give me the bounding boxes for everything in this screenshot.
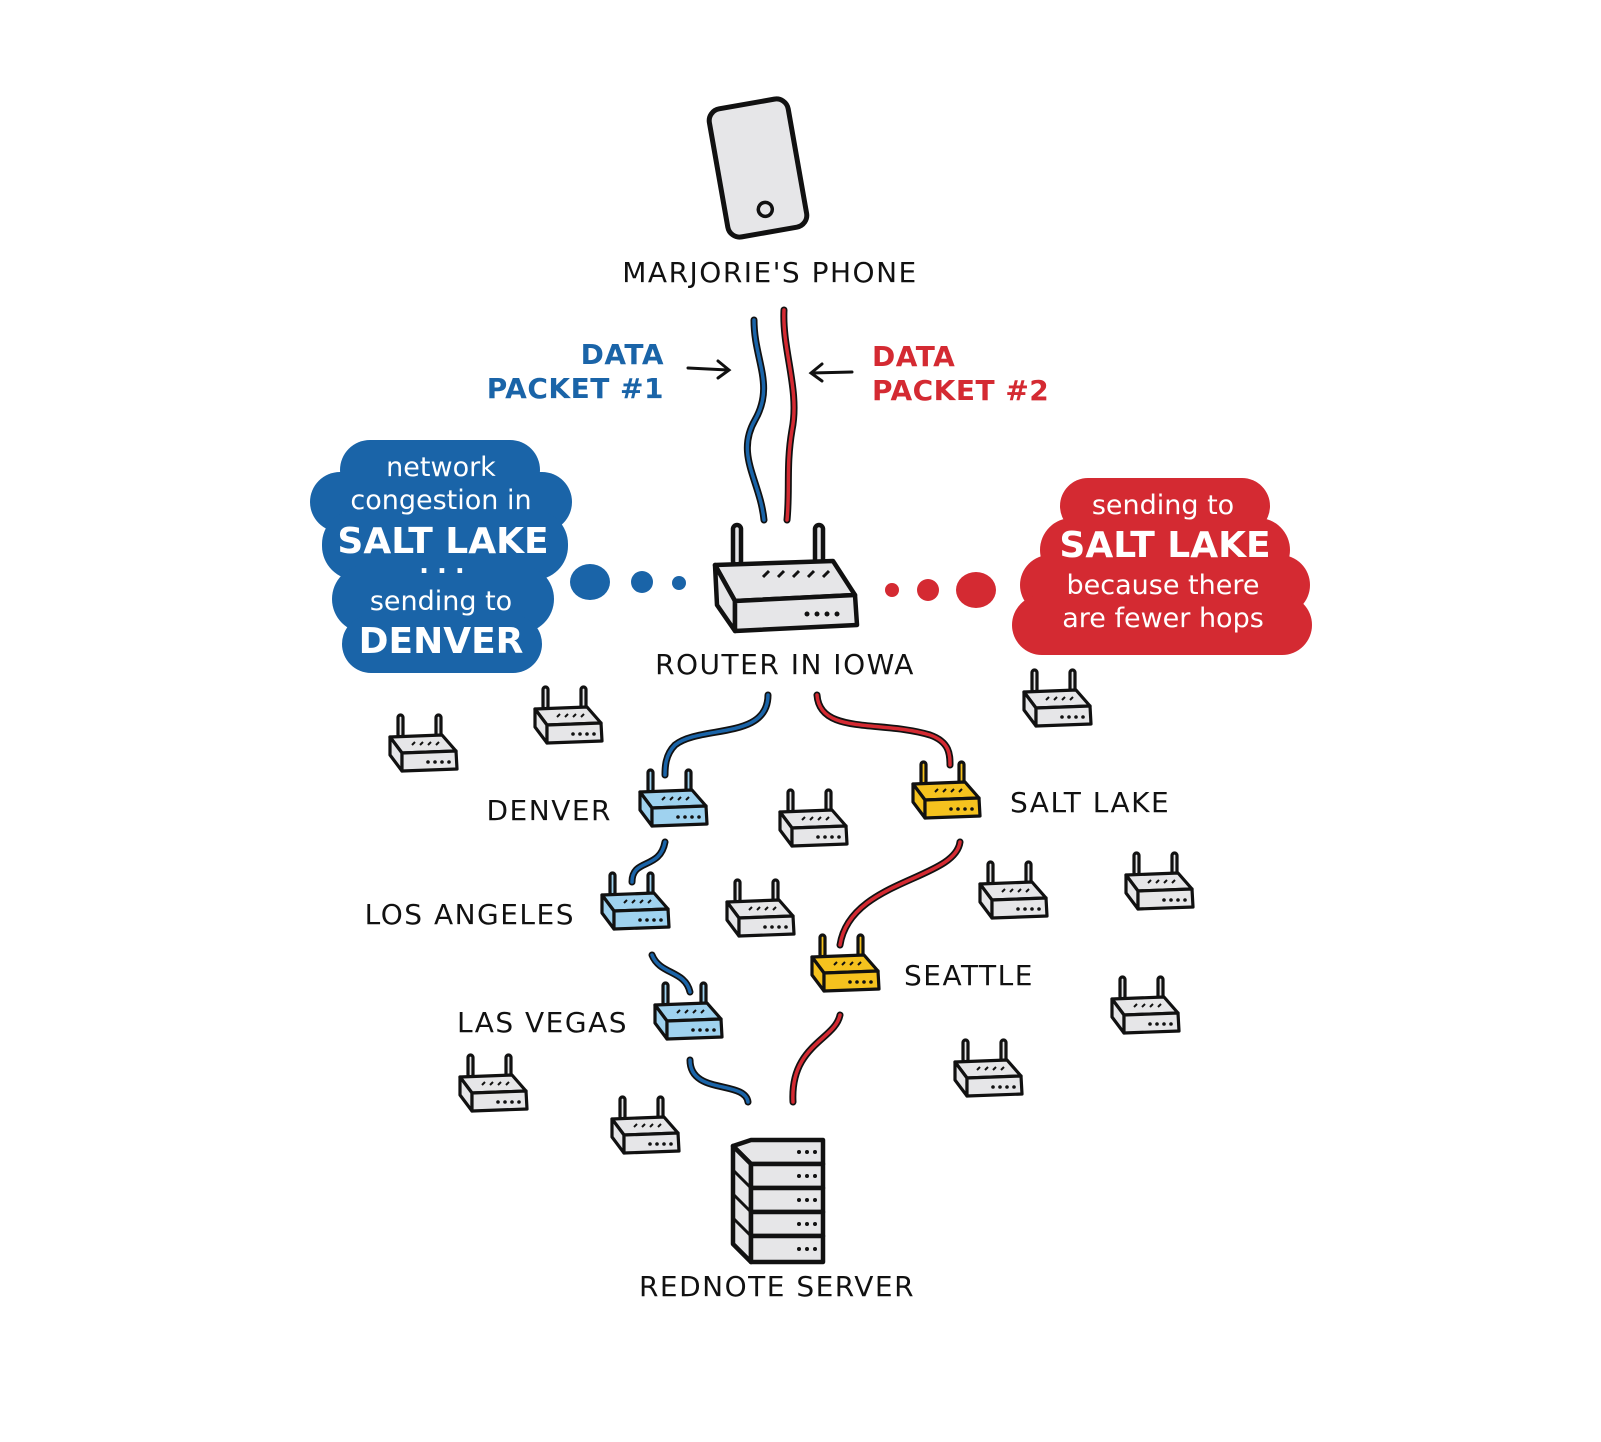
router-icon <box>978 860 1049 920</box>
packet-2-label-line1: DATA <box>872 340 955 373</box>
packet-2-label-line2: PACKET #2 <box>872 374 1049 407</box>
router-icon-las-vegas <box>653 981 724 1041</box>
router-icon-denver <box>638 768 709 828</box>
bubble-left-line4: sending to <box>370 586 512 617</box>
node-label-seattle: SEATTLE <box>904 959 1034 992</box>
router-field <box>388 668 1195 1155</box>
server-rack-icon <box>730 1137 826 1265</box>
router-icon <box>725 878 796 938</box>
bubble-left <box>310 440 572 673</box>
bubble-left-line2: congestion in <box>350 485 531 516</box>
route-paths <box>628 691 964 1106</box>
arrow-left-icon <box>808 362 854 383</box>
bubble-right-line3: because there <box>1067 570 1260 601</box>
bubble-right-line1: sending to <box>1092 490 1234 521</box>
router-icon-los-angeles <box>600 871 671 931</box>
router-icon <box>1022 668 1093 728</box>
router-main-label: ROUTER IN IOWA <box>655 648 915 681</box>
node-label-las-vegas: LAS VEGAS <box>457 1006 628 1039</box>
router-icon <box>1110 975 1181 1035</box>
smartphone-icon <box>706 96 810 240</box>
router-icon <box>778 788 849 848</box>
router-icon <box>533 685 604 745</box>
router-icon <box>712 522 860 634</box>
router-icon-salt-lake <box>911 760 982 820</box>
router-icon <box>458 1053 529 1113</box>
bubble-right-line2: SALT LAKE <box>1059 525 1270 566</box>
bubble-right-line4: are fewer hops <box>1062 603 1264 634</box>
packet-1-label-line1: DATA <box>581 338 664 371</box>
packet-1-label-line2: PACKET #1 <box>487 372 664 405</box>
router-icon <box>953 1038 1024 1098</box>
bubble-left-line5: DENVER <box>359 621 524 662</box>
node-label-denver: DENVER <box>487 794 613 827</box>
node-label-los-angeles: LOS ANGELES <box>365 898 575 931</box>
bubble-left-line1: network <box>386 452 496 483</box>
bubble-right <box>1012 478 1312 655</box>
node-label-salt-lake: SALT LAKE <box>1010 786 1170 819</box>
arrow-right-icon <box>686 359 732 380</box>
server-label: REDNOTE SERVER <box>639 1270 915 1303</box>
bubble-left-dots-text: ... <box>419 550 473 580</box>
packet-strands <box>743 306 798 524</box>
bubble-right-dots <box>885 572 996 608</box>
bubble-left-line3: SALT LAKE <box>337 521 548 562</box>
router-icon <box>388 713 459 773</box>
router-icon <box>1124 851 1195 911</box>
phone-label: MARJORIE'S PHONE <box>622 256 917 289</box>
router-icon <box>610 1095 681 1155</box>
router-icon-seattle <box>810 933 881 993</box>
bubble-left-dots <box>570 564 686 600</box>
